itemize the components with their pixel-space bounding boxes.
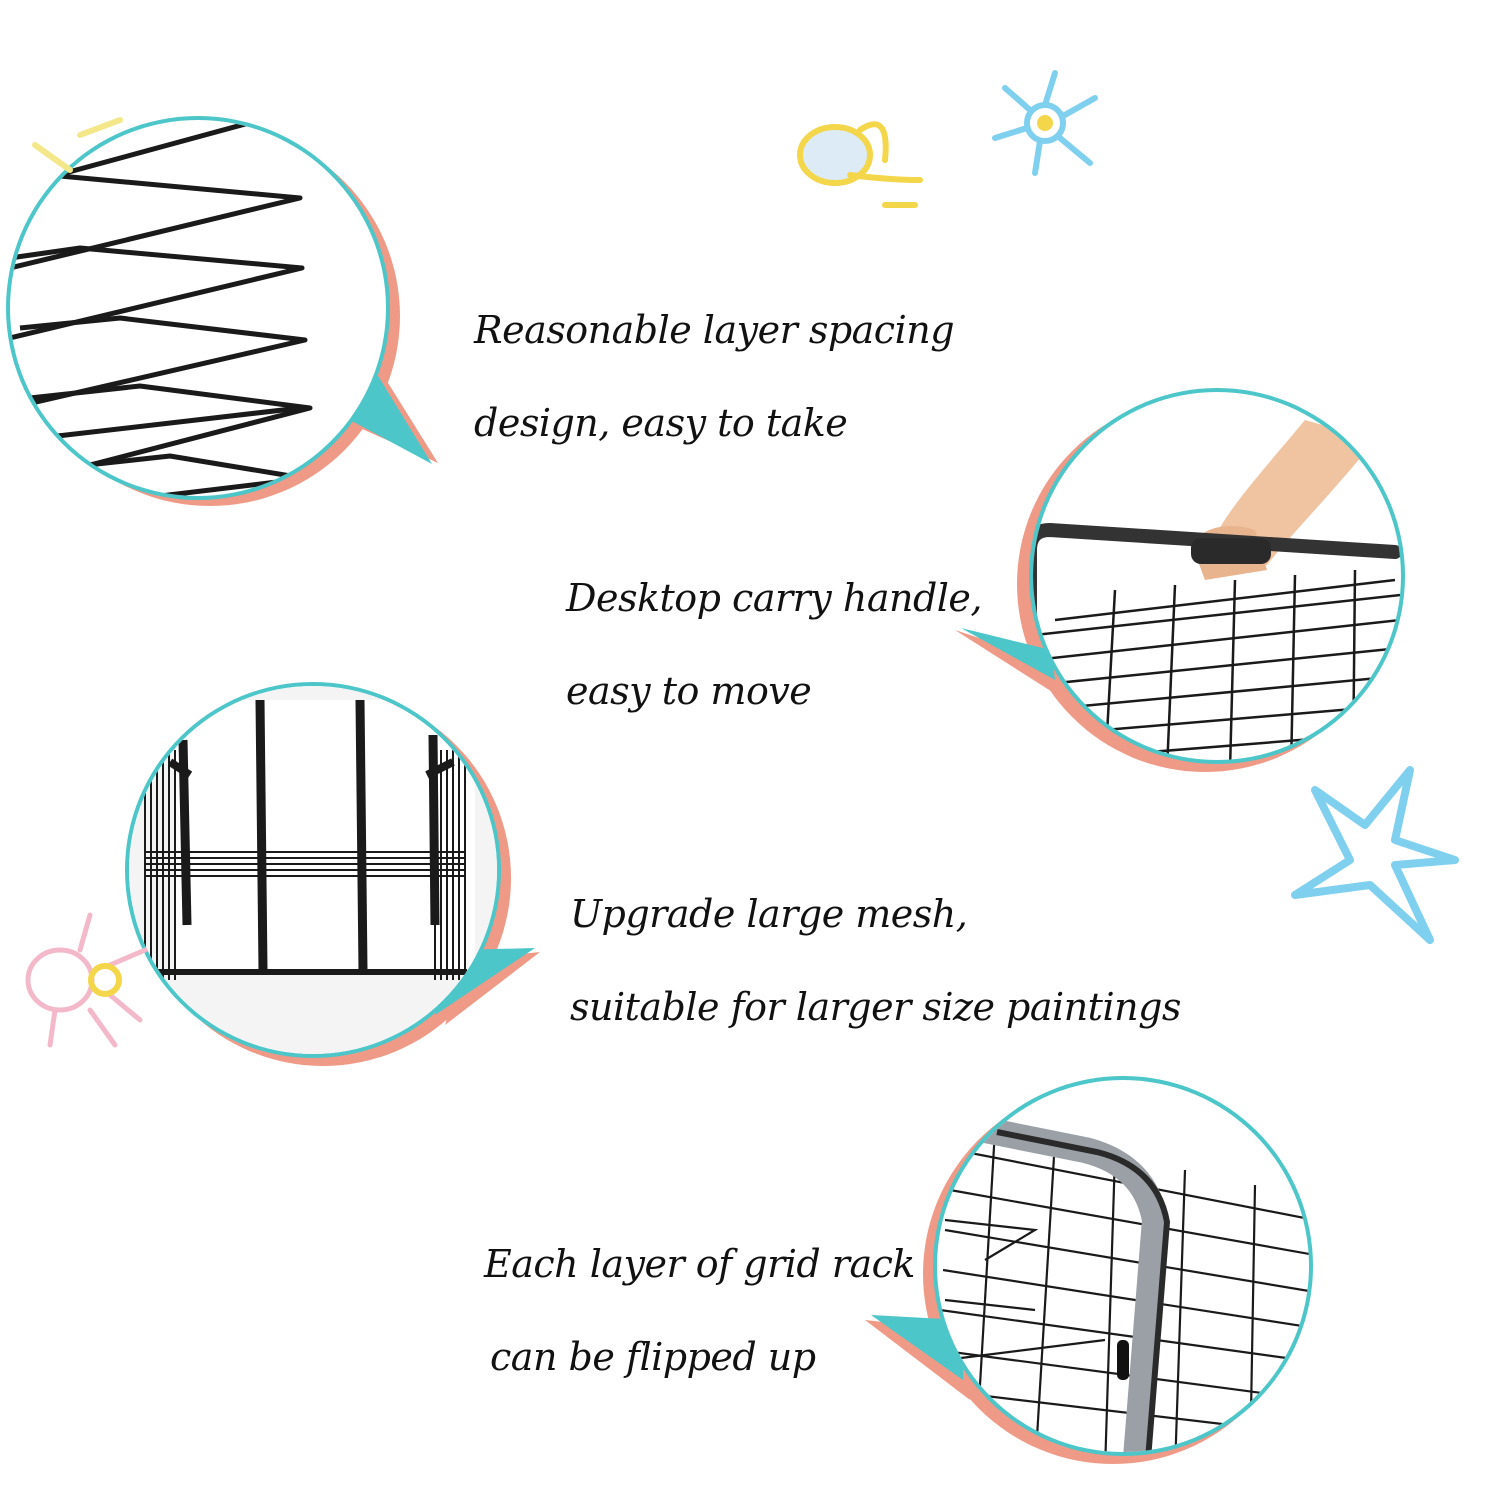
feature-caption-1: Reasonable layer spacing design, easy to… xyxy=(474,284,955,470)
feature-bubble-layer-spacing xyxy=(0,108,450,518)
pink-spider-doodle-icon xyxy=(20,910,150,1054)
bee-doodle-icon xyxy=(790,110,940,224)
feature-3-line-2: suitable for larger size paintings xyxy=(570,985,1181,1029)
star-doodle-icon xyxy=(1285,765,1465,949)
spider-doodle-icon xyxy=(985,68,1105,182)
feature-4-line-2: can be flipped up xyxy=(490,1335,816,1379)
feature-3-line-1: Upgrade large mesh, xyxy=(570,892,968,936)
feature-bubble-large-mesh xyxy=(115,680,545,1075)
yellow-doodle-icon xyxy=(30,115,130,179)
feature-bubble-carry-handle xyxy=(955,380,1425,780)
feature-1-line-2: design, easy to take xyxy=(474,401,848,445)
feature-caption-2: Desktop carry handle, easy to move xyxy=(566,552,983,738)
feature-caption-4: Each layer of grid rack can be flipped u… xyxy=(484,1218,915,1404)
feature-2-line-1: Desktop carry handle, xyxy=(566,576,983,620)
feature-1-line-1: Reasonable layer spacing xyxy=(474,308,955,352)
feature-2-line-2: easy to move xyxy=(566,669,812,713)
feature-bubble-flip-up xyxy=(865,1070,1325,1475)
feature-4-line-1: Each layer of grid rack xyxy=(484,1242,915,1286)
feature-caption-3: Upgrade large mesh, suitable for larger … xyxy=(570,868,1181,1054)
